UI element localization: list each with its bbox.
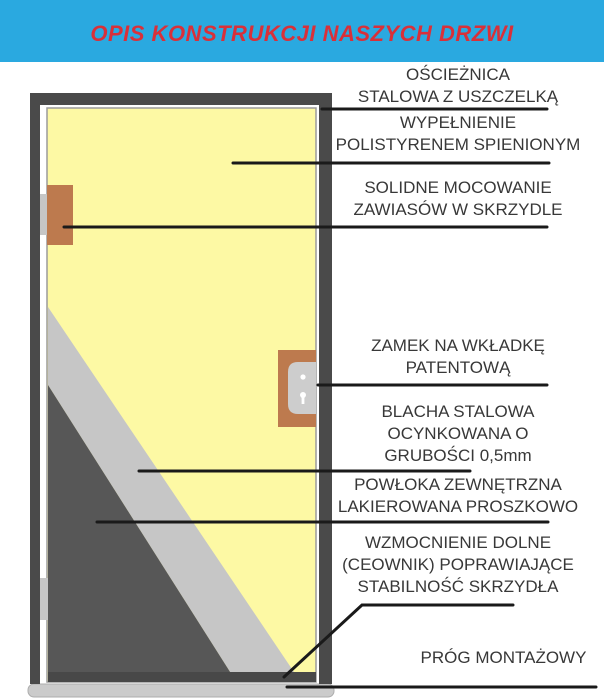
label-coating: POWŁOKA ZEWNĘTRZNA LAKIEROWANA PROSZKOWO <box>322 474 594 518</box>
label-threshold-line1: PRÓG MONTAŻOWY <box>420 648 587 667</box>
label-reinforcement: WZMOCNIENIE DOLNE (CEOWNIK) POPRAWIAJĄCE… <box>322 532 594 598</box>
label-coating-line1: POWŁOKA ZEWNĘTRZNA <box>354 475 562 494</box>
outer-coating-layer <box>48 385 232 675</box>
top-hinge-pin <box>40 194 48 235</box>
threshold-bar <box>27 683 335 698</box>
label-hinges-line2: ZAWIASÓW W SKRZYDLE <box>353 200 563 219</box>
label-hinges: SOLIDNE MOCOWANIE ZAWIASÓW W SKRZYDLE <box>322 177 594 221</box>
label-filling-line1: WYPEŁNIENIE <box>399 113 517 132</box>
label-filling: WYPEŁNIENIE POLISTYRENEM SPIENIONYM <box>322 112 594 156</box>
lock-plate <box>288 362 316 414</box>
top-hinge-block <box>47 185 73 245</box>
label-steel-sheet: BLACHA STALOWA OCYNKOWANA O GRUBOŚCI 0,5… <box>322 401 594 467</box>
lock-cylinder-dot <box>300 374 306 380</box>
leader-line-reinforcement <box>282 603 515 679</box>
label-threshold: PRÓG MONTAŻOWY <box>402 647 604 669</box>
page-title: OPIS KONSTRUKCJI NASZYCH DRZWI <box>90 20 514 46</box>
label-hinges-line1: SOLIDNE MOCOWANIE <box>364 178 552 197</box>
label-steel-sheet-line1: BLACHA STALOWA <box>381 402 535 421</box>
label-coating-line2: LAKIEROWANA PROSZKOWO <box>337 497 579 516</box>
door-frame-left <box>30 93 40 684</box>
label-frame: OŚCIEŻNICA STALOWA Z USZCZELKĄ <box>322 64 594 108</box>
label-reinforcement-line3: STABILNOŚĆ SKRZYDŁA <box>357 577 559 596</box>
label-filling-line2: POLISTYRENEM SPIENIONYM <box>335 135 581 154</box>
door-frame-top <box>30 93 332 105</box>
keyhole-icon <box>300 392 306 398</box>
steel-sheet-layer <box>48 307 296 675</box>
label-reinforcement-line2: (CEOWNIK) POPRAWIAJĄCE <box>342 555 574 574</box>
keyhole-stem <box>301 396 305 404</box>
bottom-reinforcement <box>48 672 316 682</box>
label-steel-sheet-line3: GRUBOŚCI 0,5mm <box>384 446 532 465</box>
label-lock: ZAMEK NA WKŁADKĘ PATENTOWĄ <box>322 335 594 379</box>
header-banner: OPIS KONSTRUKCJI NASZYCH DRZWI <box>0 0 604 62</box>
label-steel-sheet-line2: OCYNKOWANA O <box>387 424 529 443</box>
door-frame-right <box>319 93 332 684</box>
label-frame-line2: STALOWA Z USZCZELKĄ <box>357 87 559 106</box>
label-reinforcement-line1: WZMOCNIENIE DOLNE <box>364 533 552 552</box>
label-lock-line1: ZAMEK NA WKŁADKĘ <box>371 336 545 355</box>
label-frame-line1: OŚCIEŻNICA <box>406 65 510 84</box>
label-lock-line2: PATENTOWĄ <box>405 358 511 377</box>
bottom-hinge-pin <box>40 578 48 620</box>
